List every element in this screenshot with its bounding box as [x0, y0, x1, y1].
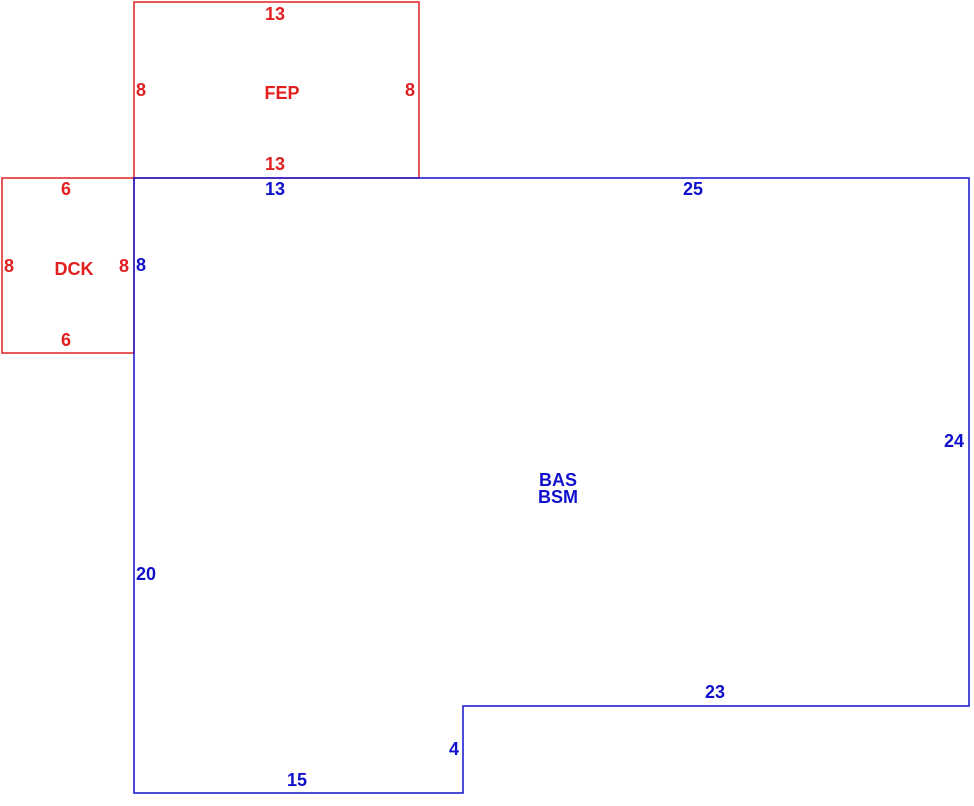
dck-dim-bottom: 6: [61, 330, 71, 350]
fep-label: FEP: [264, 83, 299, 103]
dck-dim-right: 8: [119, 256, 129, 276]
fep-dim-top: 13: [265, 4, 285, 24]
main-label-1: BAS: [539, 470, 577, 490]
fep-dim-bottom: 13: [265, 154, 285, 174]
main-dim-step-side: 4: [449, 739, 459, 759]
main-area: BAS BSM 13 25 8 20 24 23 4 15: [133, 177, 970, 794]
main-dim-top-left: 13: [265, 179, 285, 199]
dck-area: DCK 6 6 8 8: [1, 177, 135, 354]
main-dim-bottom: 15: [287, 770, 307, 790]
main-outline: [133, 177, 970, 794]
main-dim-right: 24: [944, 431, 964, 451]
dck-dim-left: 8: [4, 256, 14, 276]
main-dim-left-lower: 20: [136, 564, 156, 584]
fep-dim-right: 8: [405, 80, 415, 100]
main-label-2: BSM: [538, 487, 578, 507]
main-dim-step-top: 23: [705, 682, 725, 702]
fep-area: FEP 13 13 8 8: [133, 1, 420, 179]
main-dim-left-upper: 8: [136, 255, 146, 275]
dck-dim-top: 6: [61, 179, 71, 199]
main-dim-top-right: 25: [683, 179, 703, 199]
dck-label: DCK: [55, 259, 94, 279]
fep-dim-left: 8: [136, 80, 146, 100]
